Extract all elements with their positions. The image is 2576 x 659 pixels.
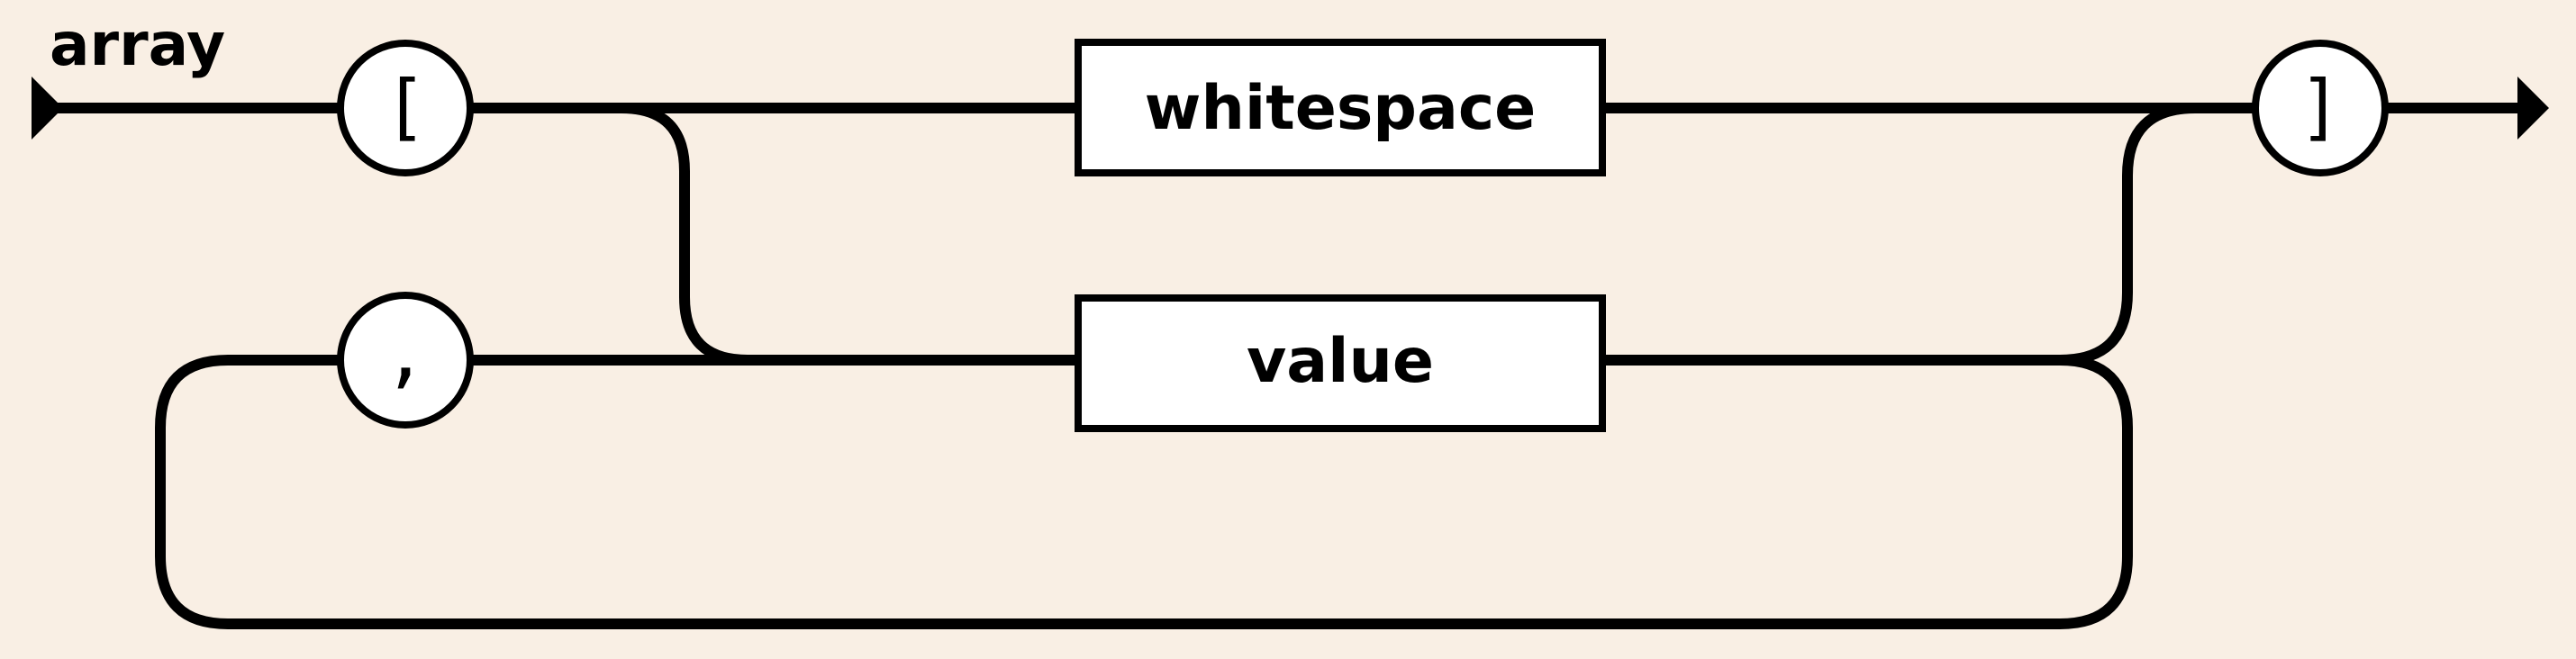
rail-value-up — [1602, 103, 2196, 366]
value-label: value — [1247, 326, 1434, 397]
close-bracket-label: ] — [2299, 65, 2342, 149]
rail-lines — [36, 103, 2522, 629]
open-bracket-terminal: [ — [337, 40, 474, 176]
close-bracket-terminal: ] — [2252, 40, 2389, 176]
whitespace-nonterminal: whitespace — [1075, 39, 1606, 176]
end-arrow-icon — [2517, 77, 2549, 140]
rail-branch-down — [558, 103, 1078, 366]
open-bracket-label: [ — [384, 65, 427, 149]
comma-label: , — [384, 311, 427, 395]
whitespace-label: whitespace — [1145, 73, 1537, 144]
rail-loop — [155, 355, 2133, 629]
comma-terminal: , — [337, 292, 474, 429]
value-nonterminal: value — [1075, 294, 1606, 432]
diagram-title: array — [50, 10, 225, 79]
start-marker-icon — [32, 77, 63, 140]
